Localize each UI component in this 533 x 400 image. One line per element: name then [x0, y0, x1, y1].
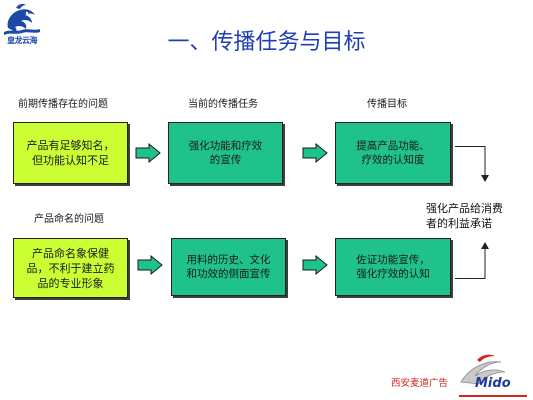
label-naming-issue: 产品命名的问题 [34, 214, 104, 225]
row1-arrow-2 [302, 143, 328, 163]
mido-logo [455, 352, 531, 398]
row2-target-text: 佐证功能宣传， 强化疗效的认知 [356, 254, 430, 280]
row1-arrow-1 [135, 143, 161, 163]
row2-problem-box: 产品命名象保健 品，不利于建立药 品的专业形象 [13, 238, 128, 298]
row1-task-box: 强化功能和疗效 的宣传 [168, 122, 283, 184]
row2-problem-text: 产品命名象保健 品，不利于建立药 品的专业形象 [26, 246, 115, 290]
row1-problem-text: 产品有足够知名， 但功能认知不足 [26, 139, 115, 167]
logo-text: 皇龙云海 [7, 36, 38, 45]
label-previous-issues: 前期传播存在的问题 [18, 99, 108, 110]
row2-arrow-2 [302, 255, 328, 275]
right-arrow-icon [302, 255, 328, 275]
final-goal-text: 强化产品给消费 者的利益承诺 [426, 202, 503, 230]
row2-target-box: 佐证功能宣传， 强化疗效的认知 [335, 238, 451, 296]
row1-goal-connector [455, 146, 489, 182]
right-arrow-icon [135, 143, 161, 163]
title-underline [0, 64, 533, 65]
label-goal: 传播目标 [367, 99, 407, 110]
row2-task-box: 用料的历史、文化 和功效的侧面宣传 [171, 238, 286, 296]
dragon-logo-icon [4, 4, 40, 35]
label-current-task: 当前的传播任务 [188, 99, 258, 110]
mido-swoosh-icon [459, 354, 527, 397]
agency-name: 西安麦道广告 [391, 378, 449, 389]
page-title: 一、传播任务与目标 [167, 30, 366, 55]
row1-problem-box: 产品有足够知名， 但功能认知不足 [13, 122, 128, 184]
right-arrow-icon [302, 143, 328, 163]
row1-task-text: 强化功能和疗效 的宣传 [188, 140, 263, 166]
row1-target-text: 提高产品功能、 疗效的认知度 [356, 140, 430, 166]
mido-brand-text: Mido [475, 376, 511, 391]
right-arrow-icon [137, 255, 163, 275]
row2-arrow-1 [137, 255, 163, 275]
row2-goal-connector [455, 242, 489, 279]
dragon-logo: 皇龙云海 [2, 2, 42, 46]
row2-task-text: 用料的历史、文化 和功效的侧面宣传 [186, 254, 271, 280]
row1-target-box: 提高产品功能、 疗效的认知度 [335, 122, 451, 184]
